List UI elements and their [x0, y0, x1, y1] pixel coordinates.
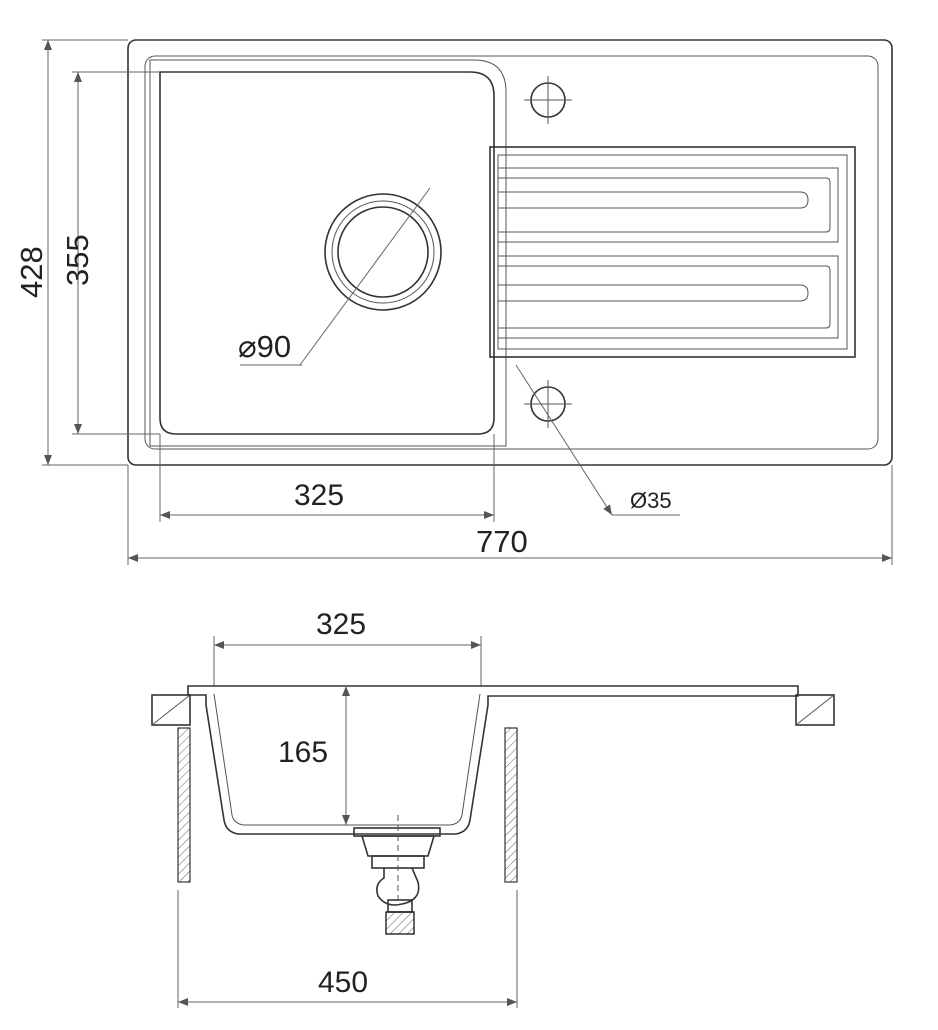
- top-view: ⌀90 Ø35 428: [14, 39, 893, 565]
- sink-outline: [127, 39, 893, 466]
- bowl-width-label: 325: [294, 479, 344, 512]
- drainer-board: [489, 146, 856, 358]
- tap-hole-top: [524, 76, 572, 124]
- worktop-left: [151, 694, 191, 726]
- tap-hole-diameter-label: Ø35: [630, 488, 672, 513]
- bowl-height-label: 165: [278, 736, 328, 769]
- drain: [240, 187, 442, 366]
- cabinet-wall-right: [504, 727, 518, 883]
- total-depth-label: 428: [14, 246, 49, 298]
- bowl-outline: [159, 71, 495, 435]
- side-bowl-width-label: 325: [316, 608, 366, 641]
- tap-hole-bottom: [515, 364, 680, 516]
- cabinet-wall-left: [177, 727, 191, 883]
- bowl-depth-label: 355: [60, 234, 95, 286]
- worktop-right: [795, 694, 835, 726]
- cabinet-width-label: 450: [318, 966, 368, 999]
- side-view: 325 165 4: [151, 608, 835, 1008]
- total-width-label: 770: [476, 524, 528, 559]
- sink-inner-rim: [144, 55, 879, 450]
- bowl-rim: [149, 59, 507, 447]
- drain-trap: [353, 815, 441, 935]
- sink-profile: [187, 685, 799, 835]
- bowl-inner-profile: [213, 693, 481, 826]
- drain-diameter-label: ⌀90: [238, 329, 291, 364]
